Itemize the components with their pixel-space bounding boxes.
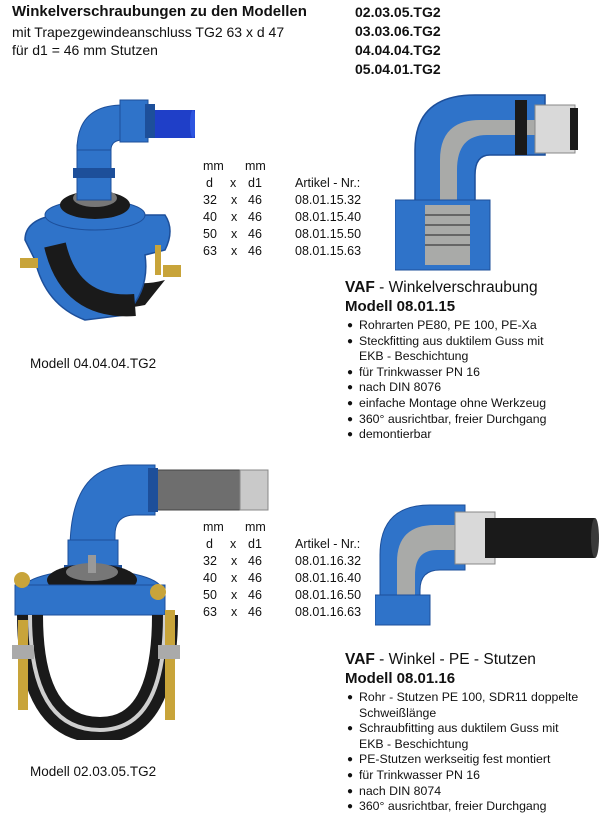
article-table-1: mm mm d x d1 Artikel - Nr.: 32 x 46 08.0… [0,158,600,258]
model-item: 02.03.05.TG2 [355,4,441,20]
product-title-2: VAF - Winkel - PE - Stutzen [345,651,536,669]
table-cell: 50 [203,227,217,241]
list-item: Steckfitting aus duktilem Guss mit EKB -… [347,334,559,365]
cutaway-elbow-illustration-1 [395,94,578,271]
brand-label: VAF [345,651,375,668]
table-cell: 40 [203,571,217,585]
table-cell: x [231,588,238,602]
brand-label: VAF [345,279,375,296]
table-cell: 40 [203,210,217,224]
product-model-2: Modell 08.01.16 [345,670,456,687]
table-cell: x [231,605,238,619]
table-cell: 46 [248,588,262,602]
table-cell: 46 [248,605,262,619]
saddle-elbow-illustration-2 [12,464,269,740]
list-item: Rohr - Stutzen PE 100, SDR11 doppelte Sc… [347,690,600,721]
col-head-article: Artikel - Nr.: [295,176,361,190]
table-cell: 08.01.15.50 [295,227,362,241]
table-cell: 46 [248,210,262,224]
caption-model-2: Modell 02.03.05.TG2 [30,764,157,779]
col-head-d1: d1 [248,176,262,190]
table-cell: 08.01.15.32 [295,193,362,207]
product-title-1: VAF - Winkelverschraubung [345,279,538,297]
list-item: demontierbar [347,427,600,443]
table-cell: 08.01.15.63 [295,244,362,258]
header-d1-note: für d1 = 46 mm Stutzen [12,42,158,58]
table-cell: x [231,244,238,258]
list-item: PE-Stutzen werkseitig fest montiert [347,752,600,768]
table-cell: x [231,571,238,585]
model-list: 02.03.05.TG2 03.03.06.TG2 04.04.04.TG2 0… [355,3,441,79]
col-head-d1: d1 [248,537,262,551]
article-table-2: mm mm d x d1 Artikel - Nr.: 32 x 46 08.0… [0,519,600,619]
table-cell: 46 [248,571,262,585]
unit-label: mm [203,520,224,534]
list-item: einfache Montage ohne Werkzeug [347,396,600,412]
saddle-elbow-illustration-1 [20,99,195,321]
table-cell: x [231,227,238,241]
table-cell: 08.01.16.63 [295,605,362,619]
table-cell: 63 [203,244,217,258]
table-cell: 63 [203,605,217,619]
product-name: - Winkel - PE - Stutzen [374,651,536,668]
model-item: 04.04.04.TG2 [355,42,441,58]
table-cell: 32 [203,554,217,568]
caption-model-1: Modell 04.04.04.TG2 [30,356,157,371]
table-cell: x [231,210,238,224]
table-cell: 46 [248,554,262,568]
table-cell: 08.01.16.40 [295,571,362,585]
table-cell: 46 [248,227,262,241]
unit-label: mm [245,520,266,534]
model-item: 03.03.06.TG2 [355,23,441,39]
list-item: nach DIN 8076 [347,380,600,396]
table-cell: 46 [248,193,262,207]
table-cell: 08.01.16.50 [295,588,362,602]
table-cell: 08.01.15.40 [295,210,362,224]
product-name: - Winkelverschraubung [374,279,538,296]
model-item: 05.04.01.TG2 [355,61,441,77]
page-title: Winkelverschraubungen zu den Modellen [12,3,307,20]
list-item: für Trinkwasser PN 16 [347,768,600,784]
unit-label: mm [245,159,266,173]
header-subtitle: mit Trapezgewindeanschluss TG2 63 x d 47 [12,24,285,40]
table-cell: 08.01.16.32 [295,554,362,568]
cutaway-elbow-illustration-2 [375,504,599,626]
table-cell: 46 [248,244,262,258]
table-cell: x [231,193,238,207]
feature-list-1: Rohrarten PE80, PE 100, PE-Xa Steckfitti… [347,318,600,443]
list-item: Rohrarten PE80, PE 100, PE-Xa [347,318,600,334]
col-head-article: Artikel - Nr.: [295,537,361,551]
list-item: für Trinkwasser PN 16 [347,365,600,381]
feature-list-2: Rohr - Stutzen PE 100, SDR11 doppelte Sc… [347,690,600,815]
table-cell: 50 [203,588,217,602]
list-item: nach DIN 8074 [347,784,600,800]
col-head-x: x [230,176,237,190]
table-cell: 32 [203,193,217,207]
unit-label: mm [203,159,224,173]
col-head-d: d [206,537,213,551]
list-item: Schraubfitting aus duktilem Guss mit EKB… [347,721,574,752]
col-head-d: d [206,176,213,190]
list-item: 360° ausrichtbar, freier Durchgang [347,799,600,815]
product-model-1: Modell 08.01.15 [345,298,456,315]
list-item: 360° ausrichtbar, freier Durchgang [347,412,600,428]
table-cell: x [231,554,238,568]
col-head-x: x [230,537,237,551]
